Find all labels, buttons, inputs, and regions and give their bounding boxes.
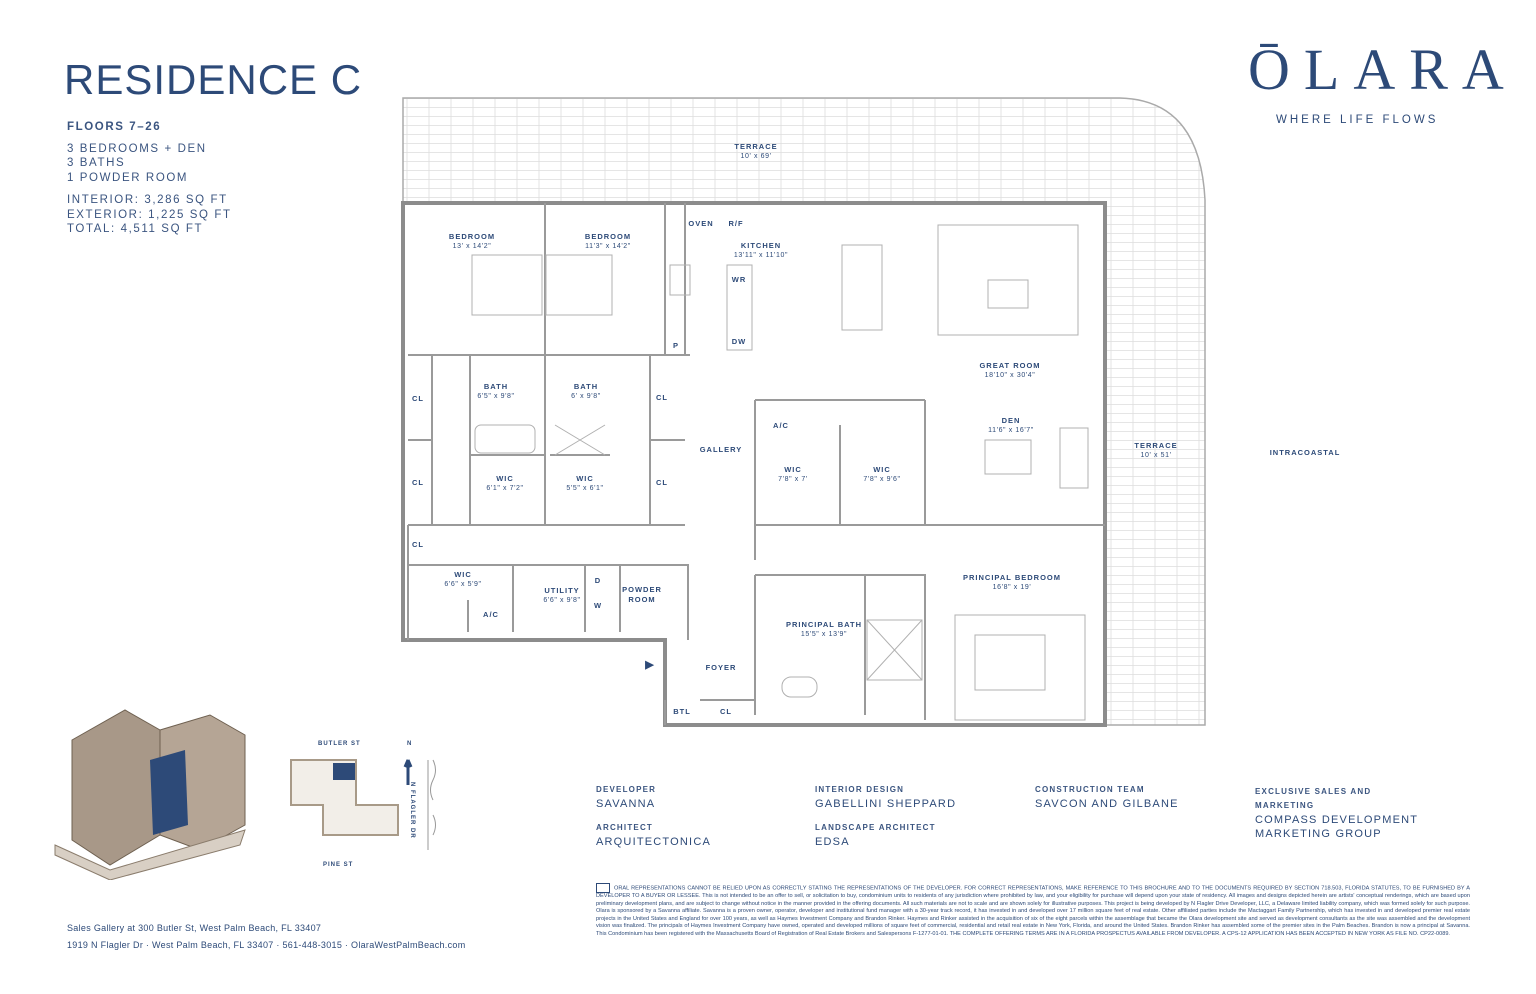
- closet-tag: CL: [720, 707, 732, 716]
- wine-fridge-tag: WR: [731, 275, 747, 284]
- entry-arrow-icon: ▶: [645, 659, 655, 671]
- pantry-tag: P: [672, 341, 680, 350]
- unit-highlight: [333, 763, 355, 780]
- interior-walls: [407, 203, 1105, 725]
- washer-tag: W: [593, 601, 603, 610]
- north-label: N: [407, 741, 413, 747]
- room-count: 3 BEDROOMS + DEN: [67, 142, 207, 155]
- foyer-label: FOYER: [705, 663, 737, 672]
- btl-tag: BTL: [673, 707, 691, 716]
- closet-tag: CL: [656, 478, 668, 487]
- closet-tag: CL: [412, 478, 424, 487]
- butler-st-label: BUTLER ST: [318, 741, 361, 747]
- north-arrow-icon: [403, 759, 413, 785]
- powder-room-label: POWDER ROOM: [622, 585, 662, 604]
- equal-housing-icon: [596, 883, 610, 893]
- total-area: TOTAL: 4,511 SQ FT: [67, 223, 204, 235]
- furniture: [471, 224, 1089, 721]
- dishwasher-tag: DW: [731, 337, 747, 346]
- oven-tag: OVEN: [688, 219, 714, 228]
- closet-tag: CL: [412, 394, 424, 403]
- floors: FLOORS 7–26: [67, 121, 162, 133]
- ac-tag: A/C: [483, 610, 499, 619]
- exterior-area: EXTERIOR: 1,225 SQ FT: [67, 208, 232, 221]
- site-map: [290, 759, 436, 850]
- tagline: WHERE LIFE FLOWS: [1276, 114, 1439, 126]
- gallery-label: GALLERY: [699, 445, 743, 454]
- sales-gallery-address: Sales Gallery at 300 Butler St, West Pal…: [67, 923, 322, 933]
- logo: ŌLARA: [1248, 37, 1518, 102]
- interior-area: INTERIOR: 3,286 SQ FT: [67, 194, 228, 206]
- terrace-paving: [402, 97, 1206, 726]
- powder-count: 1 POWDER ROOM: [67, 171, 189, 184]
- site-address: 1919 N Flagler Dr · West Palm Beach, FL …: [67, 940, 466, 950]
- intracoastal-label: INTRACOASTAL: [1269, 448, 1341, 457]
- dryer-tag: D: [594, 576, 602, 585]
- building-illustration: [54, 709, 246, 880]
- closet-tag: CL: [656, 393, 668, 402]
- unit-specs: FLOORS 7–26 3 BEDROOMS + DEN 3 BATHS 1 P…: [67, 120, 232, 237]
- ac-tag: A/C: [773, 421, 789, 430]
- page-title: RESIDENCE C: [64, 56, 363, 103]
- closet-tag: CL: [412, 540, 424, 549]
- pine-st-label: PINE ST: [323, 862, 354, 868]
- legal-disclaimer: ORAL REPRESENTATIONS CANNOT BE RELIED UP…: [596, 883, 1470, 939]
- bath-count: 3 BATHS: [67, 157, 126, 169]
- fridge-tag: R/F: [728, 219, 744, 228]
